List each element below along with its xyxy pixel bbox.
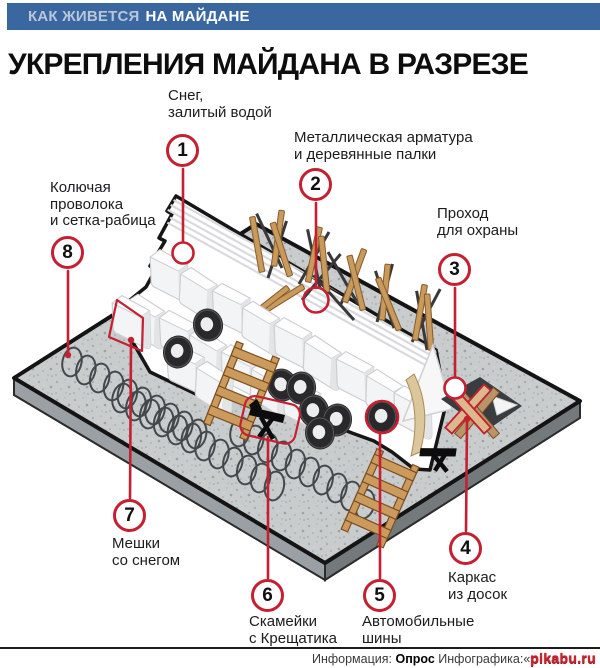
callout-circle-6: 6 [251,579,284,612]
tire-highlight-ring [364,399,400,435]
page-title: УКРЕПЛЕНИЯ МАЙДАНА В РАЗРЕЗЕ [8,48,529,81]
callout-label-4: Каркас из досок [448,569,508,603]
callout-label-5: Автомобильные шины [362,613,475,647]
callout-label-8: Колючая проволока и сетка-рабица [50,179,156,229]
callout-label-6: Скамейки с Крещатика [249,613,337,647]
callout-label-2: Металлическая арматура и деревянные палк… [294,129,473,163]
anchor-ring-2 [302,286,330,314]
callout-circle-2: 2 [299,168,332,201]
kicker-bar: КАК ЖИВЕТСЯ НА МАЙДАНЕ [7,3,600,30]
callout-label-3: Проход для охраны [437,205,519,239]
callout-label-7: Мешки со снегом [112,535,181,569]
info-label: Информация: [311,652,392,666]
credits: Информация: Опрос Инфографика:«pikabu.ru [0,650,596,666]
curved-plank [405,373,426,457]
pikabu-watermark: pikabu.ru [530,650,596,666]
callout-circle-5: 5 [363,579,396,612]
quote-mark: « [523,652,531,666]
anchor-ring-3 [443,376,467,400]
callout-circle-4: 4 [449,532,482,565]
callout-circle-8: 8 [51,236,84,269]
leader-lines [64,167,471,580]
callout-circle-7: 7 [113,499,146,532]
street-bench [249,399,285,441]
callout-circle-3: 3 [438,253,471,286]
kicker-light: КАК ЖИВЕТСЯ [28,8,140,25]
snow-bag-highlight-outline [107,298,145,353]
footer-separator [0,647,600,649]
info-value: Опрос [395,652,435,666]
bench-highlight-outline [239,395,301,445]
passage-bench [419,448,457,473]
anchor-ring-1 [171,241,195,265]
kicker-bold: НА МАЙДАНЕ [145,8,250,25]
callout-circle-1: 1 [166,134,199,167]
sticks-group [242,209,442,351]
credit-label: Инфографика: [438,652,524,666]
callout-label-1: Снег, залитый водой [168,87,272,121]
